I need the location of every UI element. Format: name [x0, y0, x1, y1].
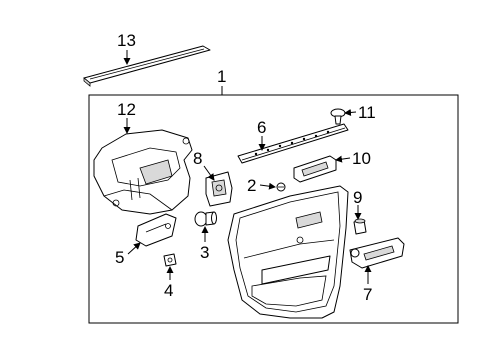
cap-part	[353, 218, 367, 235]
callout-8: 8	[193, 149, 202, 168]
door-trim-panel-part	[227, 185, 349, 319]
upper-molding-part	[237, 123, 349, 164]
clip-part	[276, 182, 286, 192]
pull-handle-part	[349, 237, 405, 269]
leader-11	[344, 108, 357, 116]
callout-3: 3	[200, 243, 209, 262]
callout-13: 13	[117, 31, 136, 50]
leader-5	[127, 242, 141, 255]
switch-bracket-part	[205, 171, 233, 207]
callout-2: 2	[247, 176, 256, 195]
callout-4: 4	[164, 281, 173, 300]
leader-2	[259, 182, 276, 190]
leader-10	[335, 155, 351, 163]
grommet-part	[163, 253, 177, 267]
belt-molding-part	[83, 45, 211, 87]
callout-7: 7	[363, 285, 372, 304]
callout-6: 6	[257, 118, 266, 137]
leader-8	[203, 165, 215, 181]
callout-5: 5	[115, 248, 124, 267]
assembly-frame	[88, 94, 459, 324]
lower-bracket-part	[135, 213, 177, 247]
callout-11: 11	[358, 103, 376, 122]
plug-part	[194, 211, 217, 227]
push-pin-part	[330, 108, 346, 125]
callout-1: 1	[217, 67, 226, 86]
callout-12: 12	[117, 100, 136, 119]
switch-bezel-part	[293, 155, 337, 183]
trim-bracket-part	[93, 129, 193, 215]
callout-9: 9	[353, 188, 362, 207]
callout-10: 10	[352, 149, 371, 168]
